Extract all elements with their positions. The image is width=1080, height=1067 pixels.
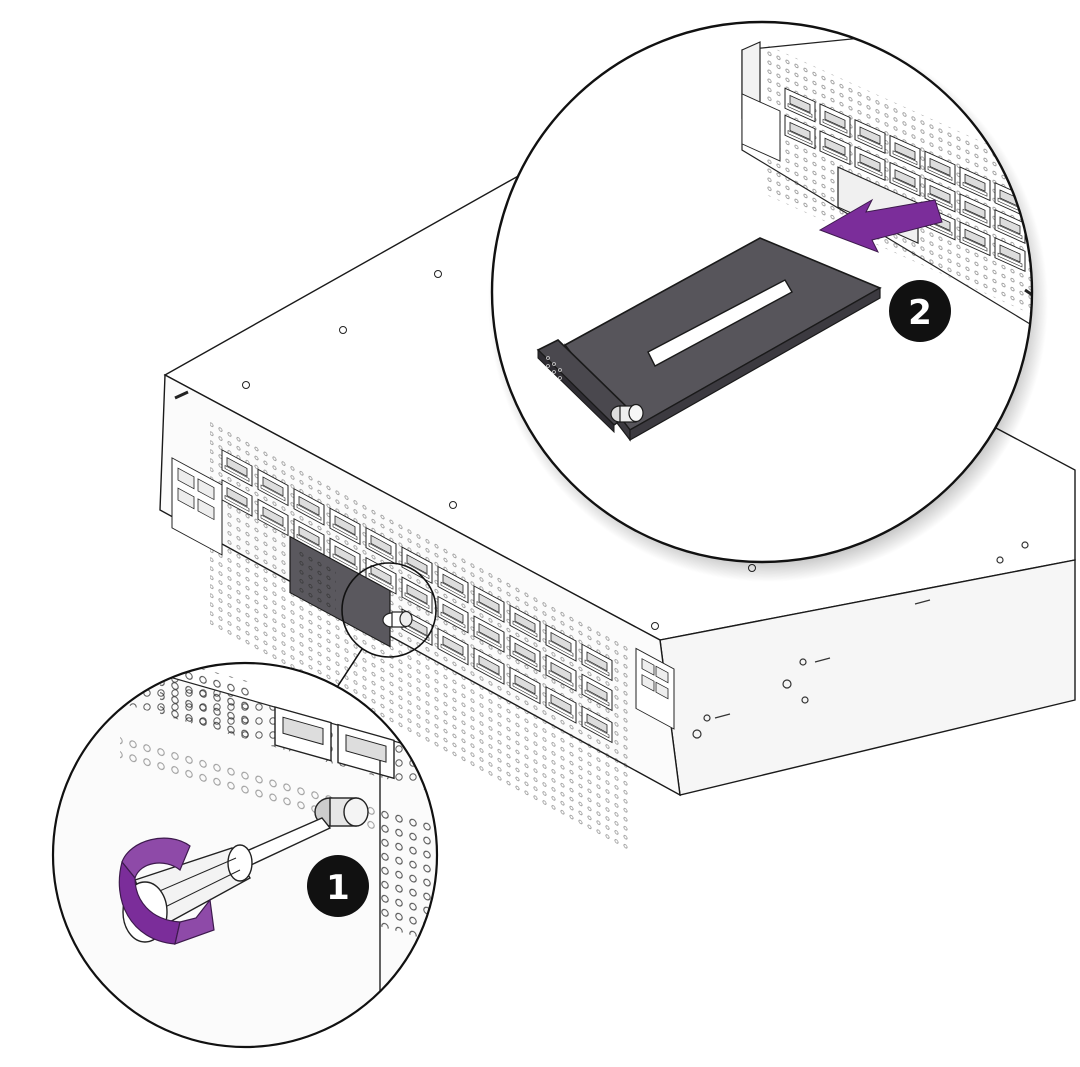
- step-2-badge: 2: [889, 280, 951, 342]
- side-markings: [692, 541, 1029, 739]
- step-1-detail: 1: [51, 661, 439, 1049]
- thumbscrew-icon: [382, 610, 413, 628]
- thumbscrew-icon: [610, 403, 644, 423]
- step-1-number: 1: [326, 868, 350, 908]
- step-2-detail: 2: [488, 20, 1048, 582]
- arrow-left-icon: [818, 198, 943, 253]
- detail-callout-circle: [341, 562, 437, 658]
- step-1-badge: 1: [307, 855, 369, 917]
- rotate-ccw-icon: [118, 837, 215, 945]
- step-2-number: 2: [908, 293, 932, 333]
- expansion-module: [536, 237, 882, 442]
- module-slot-opening: [647, 279, 793, 367]
